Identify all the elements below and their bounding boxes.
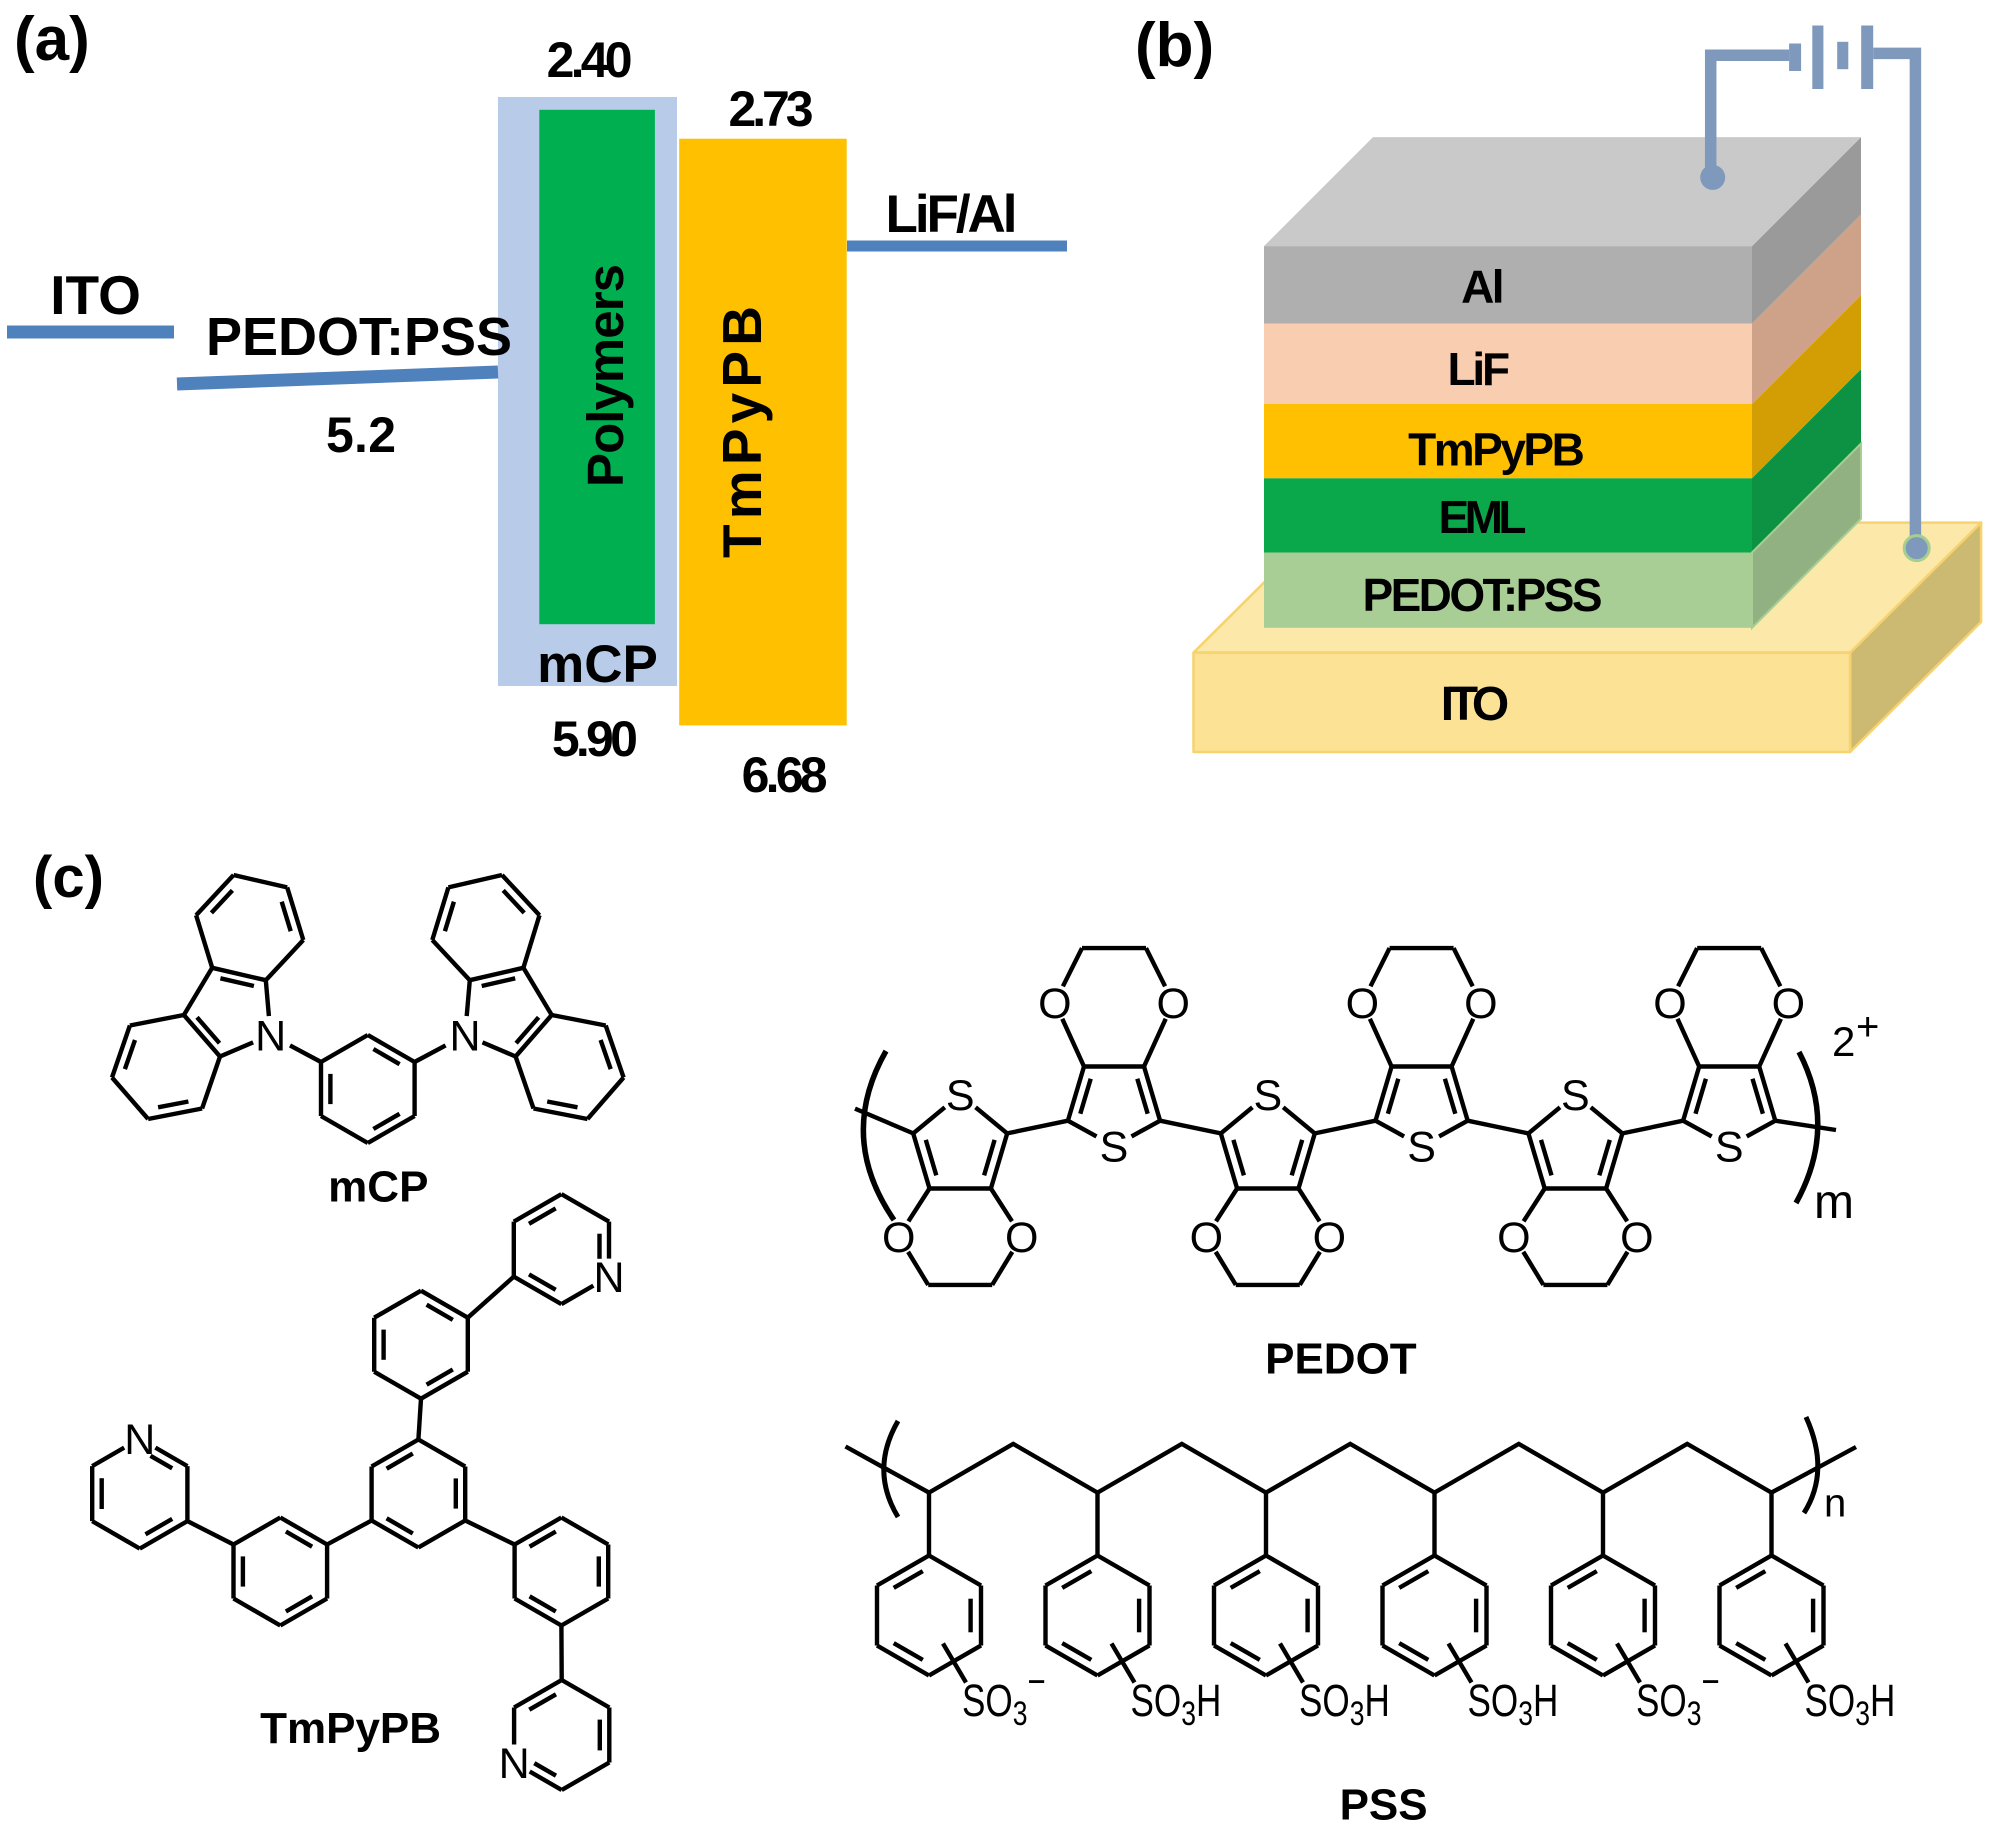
- svg-text:SO3H: SO3H: [1131, 1675, 1222, 1733]
- svg-text:O: O: [1653, 980, 1686, 1028]
- svg-text:SO3H: SO3H: [1805, 1675, 1896, 1733]
- svg-text:PEDOT:PSS: PEDOT:PSS: [1363, 569, 1603, 621]
- svg-text:N: N: [255, 1013, 286, 1061]
- svg-text:2: 2: [1832, 1018, 1855, 1065]
- svg-text:O: O: [1620, 1214, 1653, 1262]
- svg-text:O: O: [1190, 1214, 1223, 1262]
- svg-text:O: O: [1464, 980, 1497, 1028]
- svg-text:S: S: [1561, 1072, 1590, 1120]
- svg-text:O: O: [1313, 1214, 1346, 1262]
- svg-text:S: S: [1253, 1072, 1282, 1120]
- svg-text:LiF/Al: LiF/Al: [886, 185, 1018, 244]
- svg-text:O: O: [1772, 980, 1805, 1028]
- svg-text:O: O: [1005, 1214, 1038, 1262]
- svg-text:2.40: 2.40: [547, 32, 633, 88]
- svg-text:EML: EML: [1439, 491, 1527, 543]
- svg-text:Polymers: Polymers: [577, 264, 634, 487]
- svg-text:n: n: [1824, 1482, 1846, 1526]
- svg-text:5.2: 5.2: [326, 407, 396, 463]
- svg-text:O: O: [882, 1214, 915, 1262]
- svg-text:SO3H: SO3H: [1299, 1675, 1390, 1733]
- svg-text:O: O: [1346, 980, 1379, 1028]
- svg-text:mCP: mCP: [537, 635, 658, 694]
- svg-text:S: S: [1715, 1124, 1744, 1172]
- svg-text:S: S: [946, 1072, 975, 1120]
- svg-text:O: O: [1156, 980, 1189, 1028]
- svg-text:5.90: 5.90: [552, 711, 638, 767]
- svg-text:m: m: [1814, 1176, 1854, 1229]
- svg-text:O: O: [1038, 980, 1071, 1028]
- svg-text:mCP: mCP: [328, 1162, 428, 1211]
- svg-text:S: S: [1407, 1124, 1436, 1172]
- svg-text:PSS: PSS: [1340, 1780, 1428, 1829]
- svg-text:2.73: 2.73: [729, 81, 814, 137]
- svg-text:(b): (b): [1135, 11, 1214, 80]
- svg-text:LiF: LiF: [1448, 343, 1511, 395]
- svg-text:Al: Al: [1461, 261, 1504, 313]
- svg-text:ITO: ITO: [50, 264, 141, 326]
- svg-text:TmPyPB: TmPyPB: [1408, 424, 1585, 476]
- svg-text:O: O: [1497, 1214, 1530, 1262]
- svg-text:N: N: [499, 1740, 530, 1788]
- svg-text:PEDOT:PSS: PEDOT:PSS: [206, 307, 512, 367]
- svg-text:S: S: [1100, 1124, 1129, 1172]
- svg-text:N: N: [449, 1013, 480, 1061]
- svg-text:+: +: [1856, 1005, 1879, 1049]
- svg-text:N: N: [593, 1254, 624, 1302]
- svg-text:PEDOT: PEDOT: [1265, 1335, 1417, 1384]
- svg-text:TmPyPB: TmPyPB: [711, 306, 773, 558]
- svg-text:SO3H: SO3H: [1468, 1675, 1559, 1733]
- svg-text:(c): (c): [33, 845, 104, 910]
- svg-text:6.68: 6.68: [742, 747, 828, 803]
- svg-text:ITO: ITO: [1441, 678, 1509, 731]
- svg-text:N: N: [124, 1416, 155, 1464]
- svg-text:TmPyPB: TmPyPB: [260, 1704, 441, 1753]
- svg-text:(a): (a): [14, 5, 90, 74]
